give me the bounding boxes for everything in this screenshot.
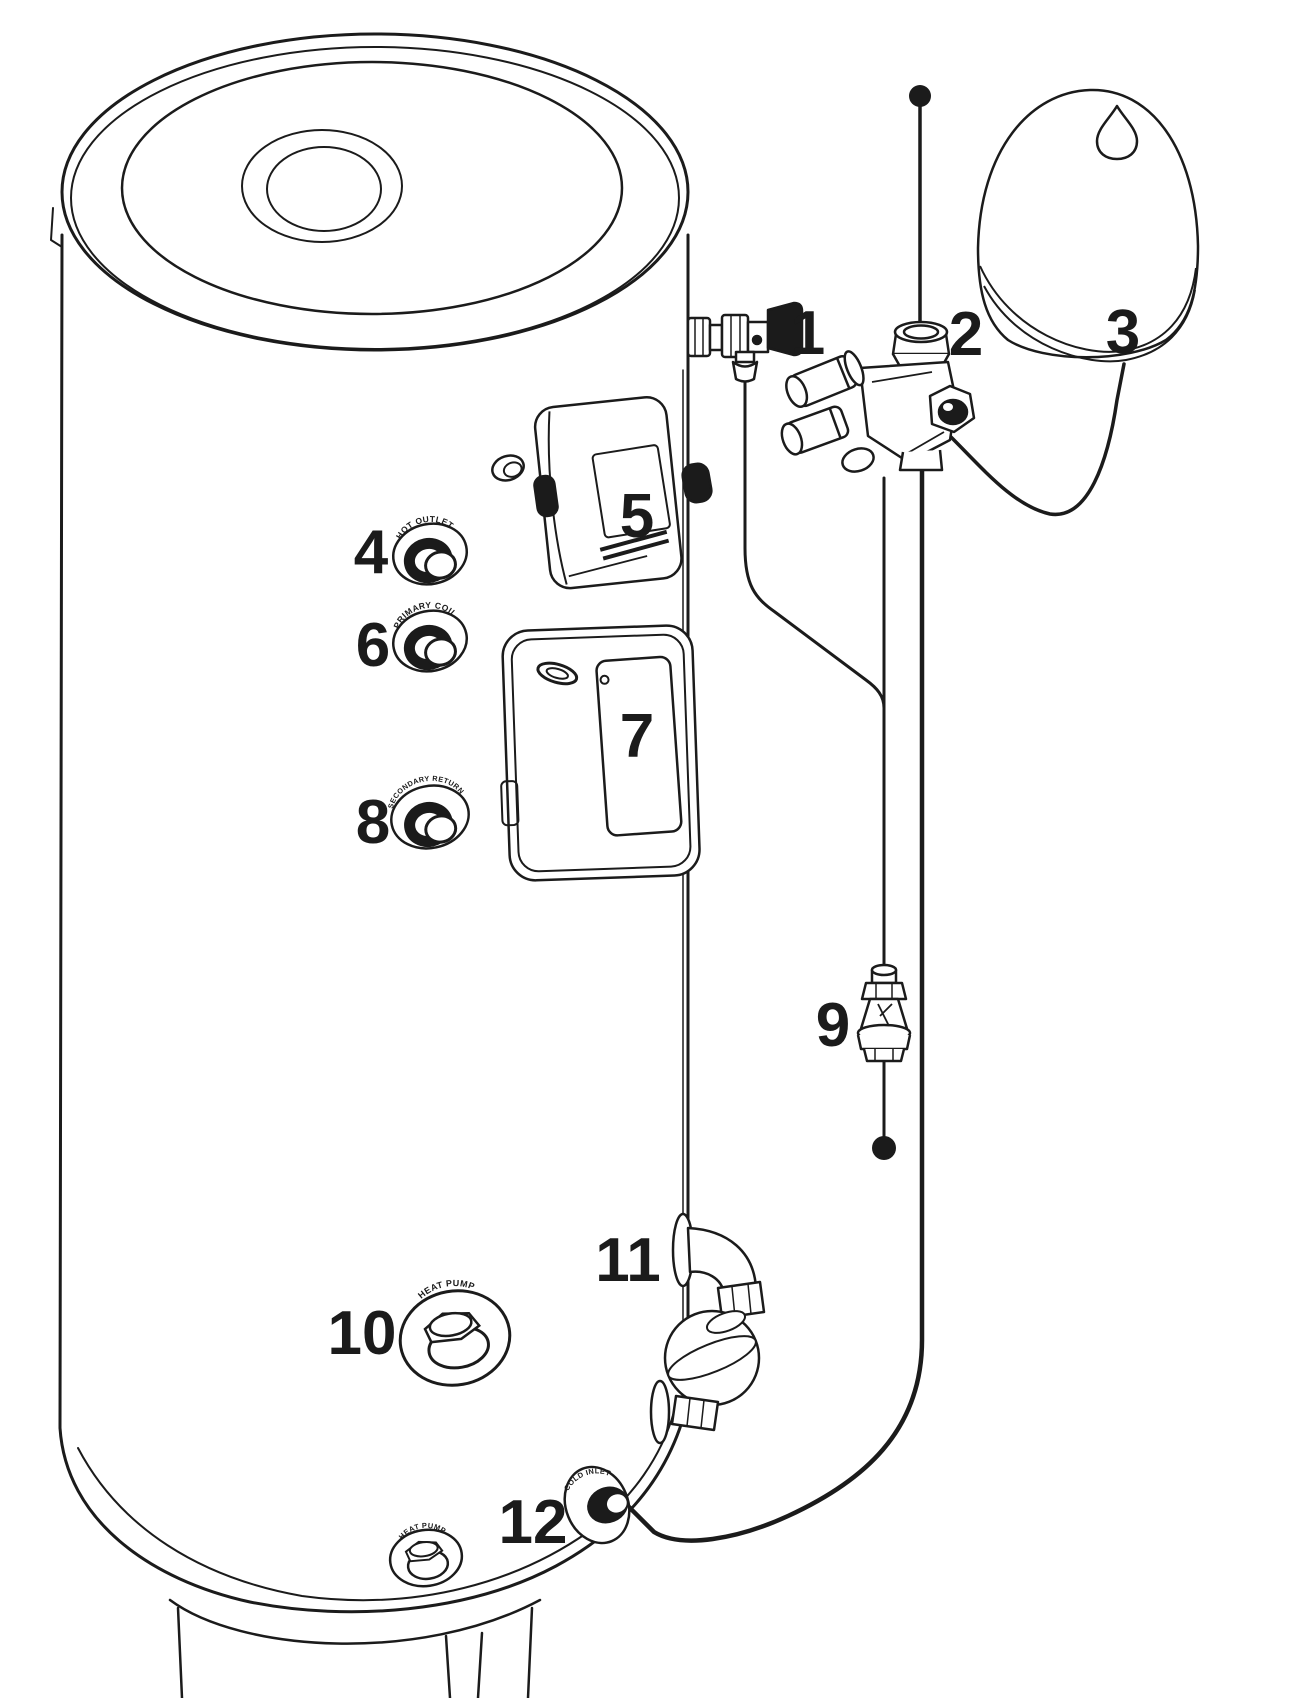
elbow-union-nut	[716, 1280, 766, 1320]
cover-panel	[595, 655, 683, 837]
port-heat-pump-side: HEAT PUMP	[398, 1274, 512, 1387]
callout-9: 9	[816, 991, 850, 1060]
callout-3: 3	[1106, 298, 1140, 367]
callout-1: 1	[791, 299, 825, 368]
thermostat-window	[591, 444, 671, 539]
callout-10: 10	[328, 1299, 397, 1368]
filter-lower-nut	[670, 1394, 720, 1432]
thermostat-knob-left	[533, 474, 559, 518]
port-heat-pump-bottom: HEAT PUMP	[388, 1518, 464, 1588]
elbow-flange-bottom	[649, 1379, 671, 1445]
tank-center-boss	[241, 129, 403, 243]
callout-2: 2	[949, 300, 983, 369]
line-endpoint-dot-top	[909, 85, 931, 107]
relief-valve	[686, 301, 804, 383]
grommet-hole	[491, 454, 525, 482]
expansion-vessel	[976, 88, 1200, 363]
cover-screw	[599, 674, 610, 685]
vessel-connection-line	[948, 362, 1126, 517]
callout-numbers: 1 2 3 4 5 6 7 8 9 10 11 12	[328, 298, 1141, 1557]
callout-12: 12	[499, 1488, 568, 1557]
cold-feed-line	[621, 467, 925, 1543]
connection-lines	[621, 85, 1126, 1543]
hanging-bracket-hole	[1095, 104, 1139, 161]
port-cold-inlet: COLD INLET	[558, 1459, 631, 1545]
thermostat-cover	[533, 396, 713, 590]
inlet-valve-group	[780, 320, 976, 473]
callout-6: 6	[356, 611, 390, 680]
filter-band	[667, 1335, 757, 1381]
valve-stub-upper	[785, 350, 865, 408]
thermostat-knob-right	[681, 462, 713, 504]
inline-fitting	[856, 963, 912, 1063]
callout-11: 11	[595, 1226, 661, 1295]
filter-elbow-assembly	[649, 1212, 766, 1445]
relief-valve-outlet	[731, 360, 759, 383]
cylinder-tank	[50, 32, 690, 1698]
cover-latch	[536, 661, 579, 686]
callout-5: 5	[620, 482, 654, 551]
line-endpoint-dot-bottom	[872, 1136, 896, 1160]
relief-discharge-line	[743, 380, 886, 710]
tank-lid-ring	[120, 60, 624, 316]
valve-stub-lower	[780, 405, 850, 456]
valve-body	[858, 360, 958, 464]
callout-7: 7	[620, 702, 654, 771]
callout-4: 4	[354, 518, 389, 587]
element-cover	[500, 624, 701, 882]
relief-valve-knob	[766, 301, 804, 357]
callout-8: 8	[356, 788, 390, 857]
